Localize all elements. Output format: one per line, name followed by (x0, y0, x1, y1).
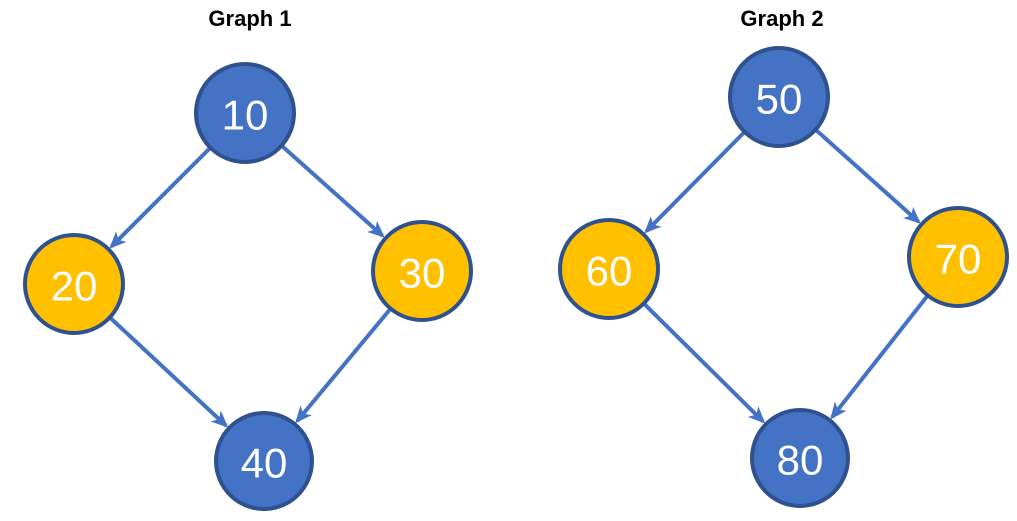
edge-20-to-40 (109, 316, 229, 428)
graph-node-10: 10 (194, 62, 296, 164)
node-circle-60 (558, 218, 660, 320)
node-label-50: 50 (756, 76, 803, 123)
node-circle-10 (194, 62, 296, 164)
graph-node-50: 50 (728, 46, 830, 148)
graph-1-title: Graph 1 (208, 6, 292, 31)
graph-node-30: 30 (371, 220, 473, 322)
node-circle-70 (907, 206, 1009, 308)
node-circle-80 (750, 408, 850, 508)
graph-node-20: 20 (23, 233, 125, 335)
graph-node-40: 40 (214, 411, 314, 511)
graph-node-60: 60 (558, 218, 660, 320)
node-label-80: 80 (777, 437, 824, 484)
node-circle-30 (371, 220, 473, 322)
node-label-40: 40 (241, 440, 288, 487)
node-label-20: 20 (51, 263, 98, 310)
graph-node-80: 80 (750, 408, 850, 508)
node-label-60: 60 (586, 248, 633, 295)
edge-10-to-30 (280, 144, 385, 238)
graph-2-title: Graph 2 (740, 6, 824, 31)
node-label-10: 10 (222, 92, 269, 139)
node-circle-20 (23, 233, 125, 335)
edge-70-to-80 (830, 295, 929, 420)
edge-50-to-70 (814, 128, 921, 224)
node-label-70: 70 (935, 236, 982, 283)
node-circle-40 (214, 411, 314, 511)
edge-60-to-80 (643, 302, 766, 424)
edge-50-to-60 (644, 131, 746, 234)
edge-30-to-40 (295, 308, 392, 424)
node-label-30: 30 (399, 250, 446, 297)
edge-10-to-20 (109, 146, 212, 249)
graph-node-70: 70 (907, 206, 1009, 308)
node-circle-50 (728, 46, 830, 148)
